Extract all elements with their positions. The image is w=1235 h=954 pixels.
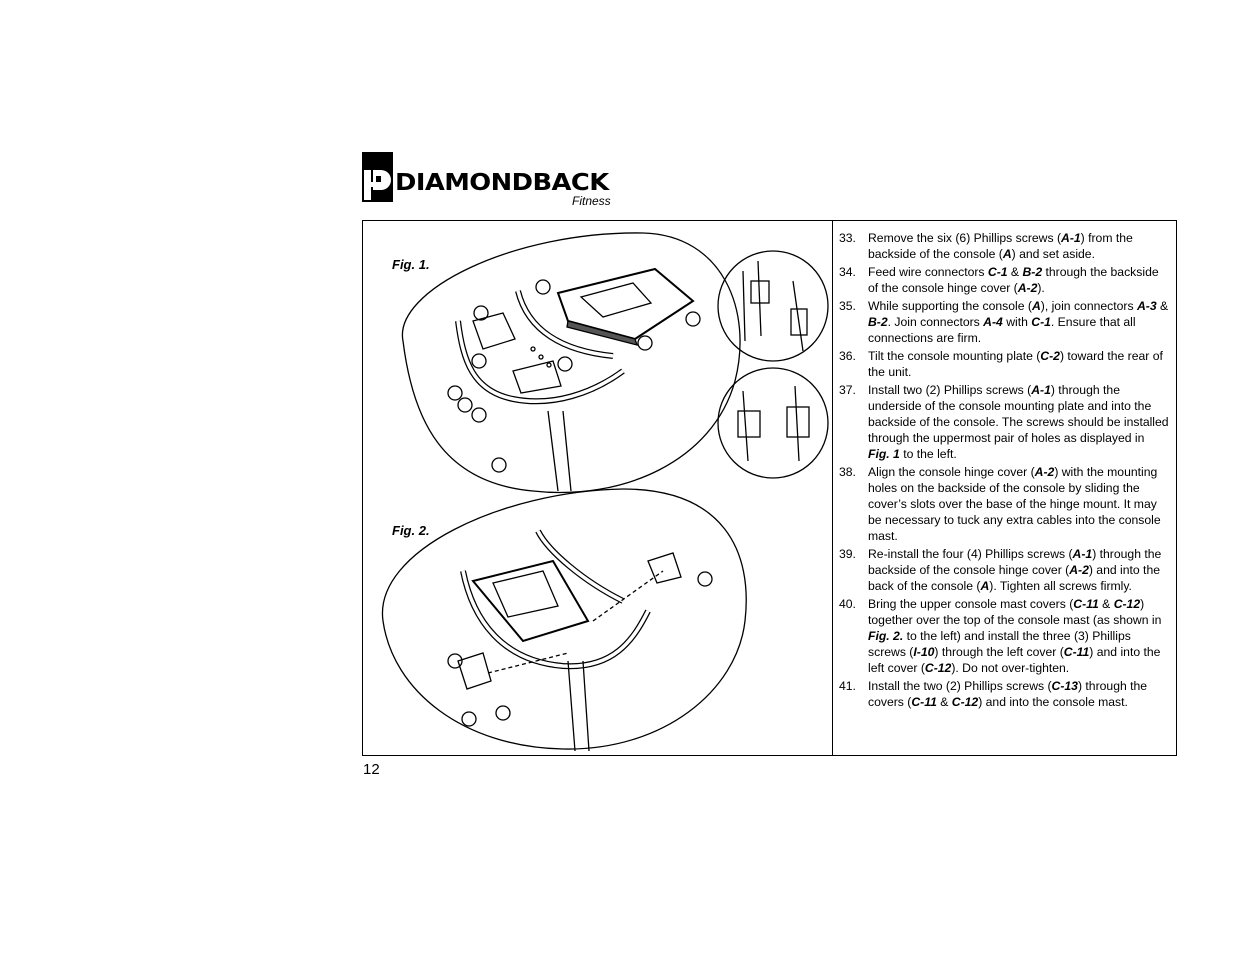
step-number: 36. <box>839 349 856 363</box>
step-37: 37. Install two (2) Phillips screws (A-1)… <box>839 382 1169 462</box>
step-number: 34. <box>839 265 856 279</box>
step-35: 35. While supporting the console (A), joi… <box>839 298 1169 346</box>
step-33: 33. Remove the six (6) Phillips screws (A… <box>839 230 1169 262</box>
step-39: 39. Re-install the four (4) Phillips scre… <box>839 546 1169 594</box>
step-text: Remove the six (6) Phillips screws (A-1)… <box>868 231 1133 261</box>
step-40: 40. Bring the upper console mast covers (… <box>839 596 1169 676</box>
instruction-panel: Fig. 1. Fig. 2. 33. Remove the six (6) Ph… <box>362 220 1177 756</box>
figure-1-label: Fig. 1. <box>392 257 430 272</box>
step-number: 38. <box>839 465 856 479</box>
assembly-illustration <box>381 232 829 752</box>
step-text: Align the console hinge cover (A-2) with… <box>868 465 1161 543</box>
brand-logo: DIAMONDBACK Fitness <box>362 152 622 208</box>
assembly-steps-list: 33. Remove the six (6) Phillips screws (A… <box>839 230 1169 712</box>
column-divider <box>832 221 833 755</box>
step-41: 41. Install the two (2) Phillips screws (… <box>839 678 1169 710</box>
step-number: 35. <box>839 299 856 313</box>
step-text: Install the two (2) Phillips screws (C-1… <box>868 679 1148 709</box>
step-34: 34. Feed wire connectors C-1 & B-2 throug… <box>839 264 1169 296</box>
brand-name: DIAMONDBACK <box>395 170 609 196</box>
step-number: 37. <box>839 383 856 397</box>
step-text: Feed wire connectors C-1 & B-2 through t… <box>868 265 1159 295</box>
step-text: While supporting the console (A), join c… <box>868 299 1169 345</box>
figure-2-label: Fig. 2. <box>392 523 430 538</box>
brand-subtitle: Fitness <box>572 194 611 208</box>
step-number: 40. <box>839 597 856 611</box>
step-36: 36. Tilt the console mounting plate (C-2)… <box>839 348 1169 380</box>
page-number: 12 <box>363 761 380 778</box>
step-number: 39. <box>839 547 856 561</box>
step-text: Install two (2) Phillips screws (A-1) th… <box>868 383 1169 461</box>
diamondback-logo-mark <box>362 152 393 202</box>
step-38: 38. Align the console hinge cover (A-2) w… <box>839 464 1169 544</box>
step-text: Tilt the console mounting plate (C-2) to… <box>868 349 1163 379</box>
step-text: Bring the upper console mast covers (C-1… <box>868 597 1162 675</box>
step-text: Re-install the four (4) Phillips screws … <box>868 547 1162 593</box>
step-number: 41. <box>839 679 856 693</box>
step-number: 33. <box>839 231 856 245</box>
